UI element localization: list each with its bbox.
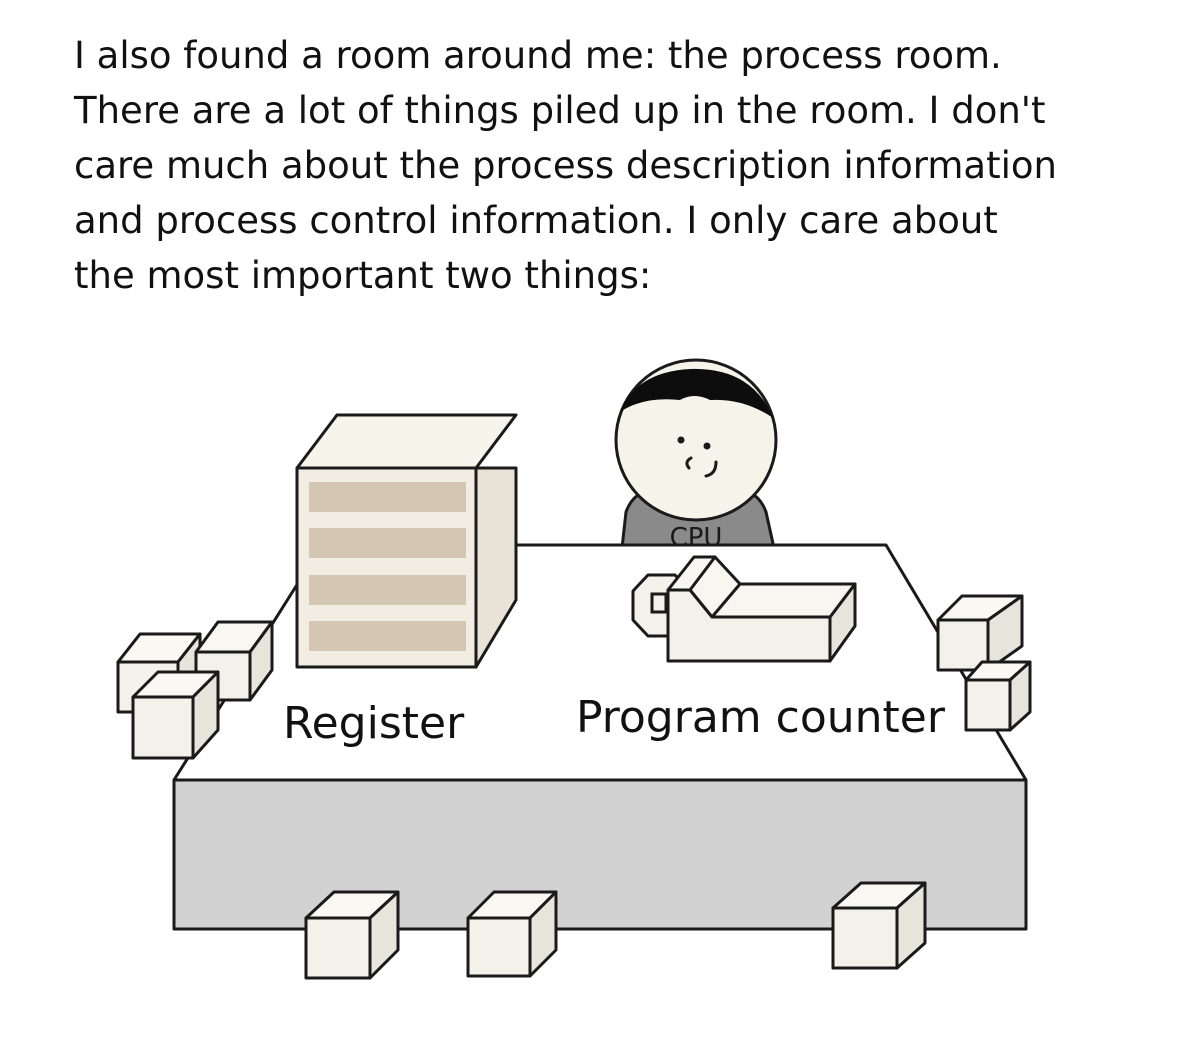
character-eye-right xyxy=(703,442,711,450)
box xyxy=(194,620,274,702)
register-label: Register xyxy=(283,698,465,749)
box xyxy=(131,670,220,760)
scattered-boxes xyxy=(116,594,1032,980)
caption-text: I also found a room around me: the proce… xyxy=(74,34,1057,297)
register-slot xyxy=(309,575,466,605)
program-counter-front xyxy=(666,588,832,663)
character-nose xyxy=(685,456,693,470)
character-hair xyxy=(620,368,773,418)
box xyxy=(936,594,1024,672)
character-eye-left xyxy=(677,436,685,444)
register-top xyxy=(295,413,518,470)
cpu-character: CPU xyxy=(614,358,778,553)
program-counter-label: Program counter xyxy=(576,692,946,743)
register-front xyxy=(295,466,478,669)
program-counter-dial-window xyxy=(650,592,668,614)
register-slot xyxy=(309,621,466,651)
register-cabinet xyxy=(295,413,518,669)
box xyxy=(304,890,400,980)
register-slot xyxy=(309,482,466,512)
program-counter-blocks xyxy=(631,555,857,663)
box xyxy=(831,881,927,970)
character-smile xyxy=(704,460,718,478)
box xyxy=(466,890,558,978)
box xyxy=(964,660,1032,732)
register-slot xyxy=(309,528,466,558)
